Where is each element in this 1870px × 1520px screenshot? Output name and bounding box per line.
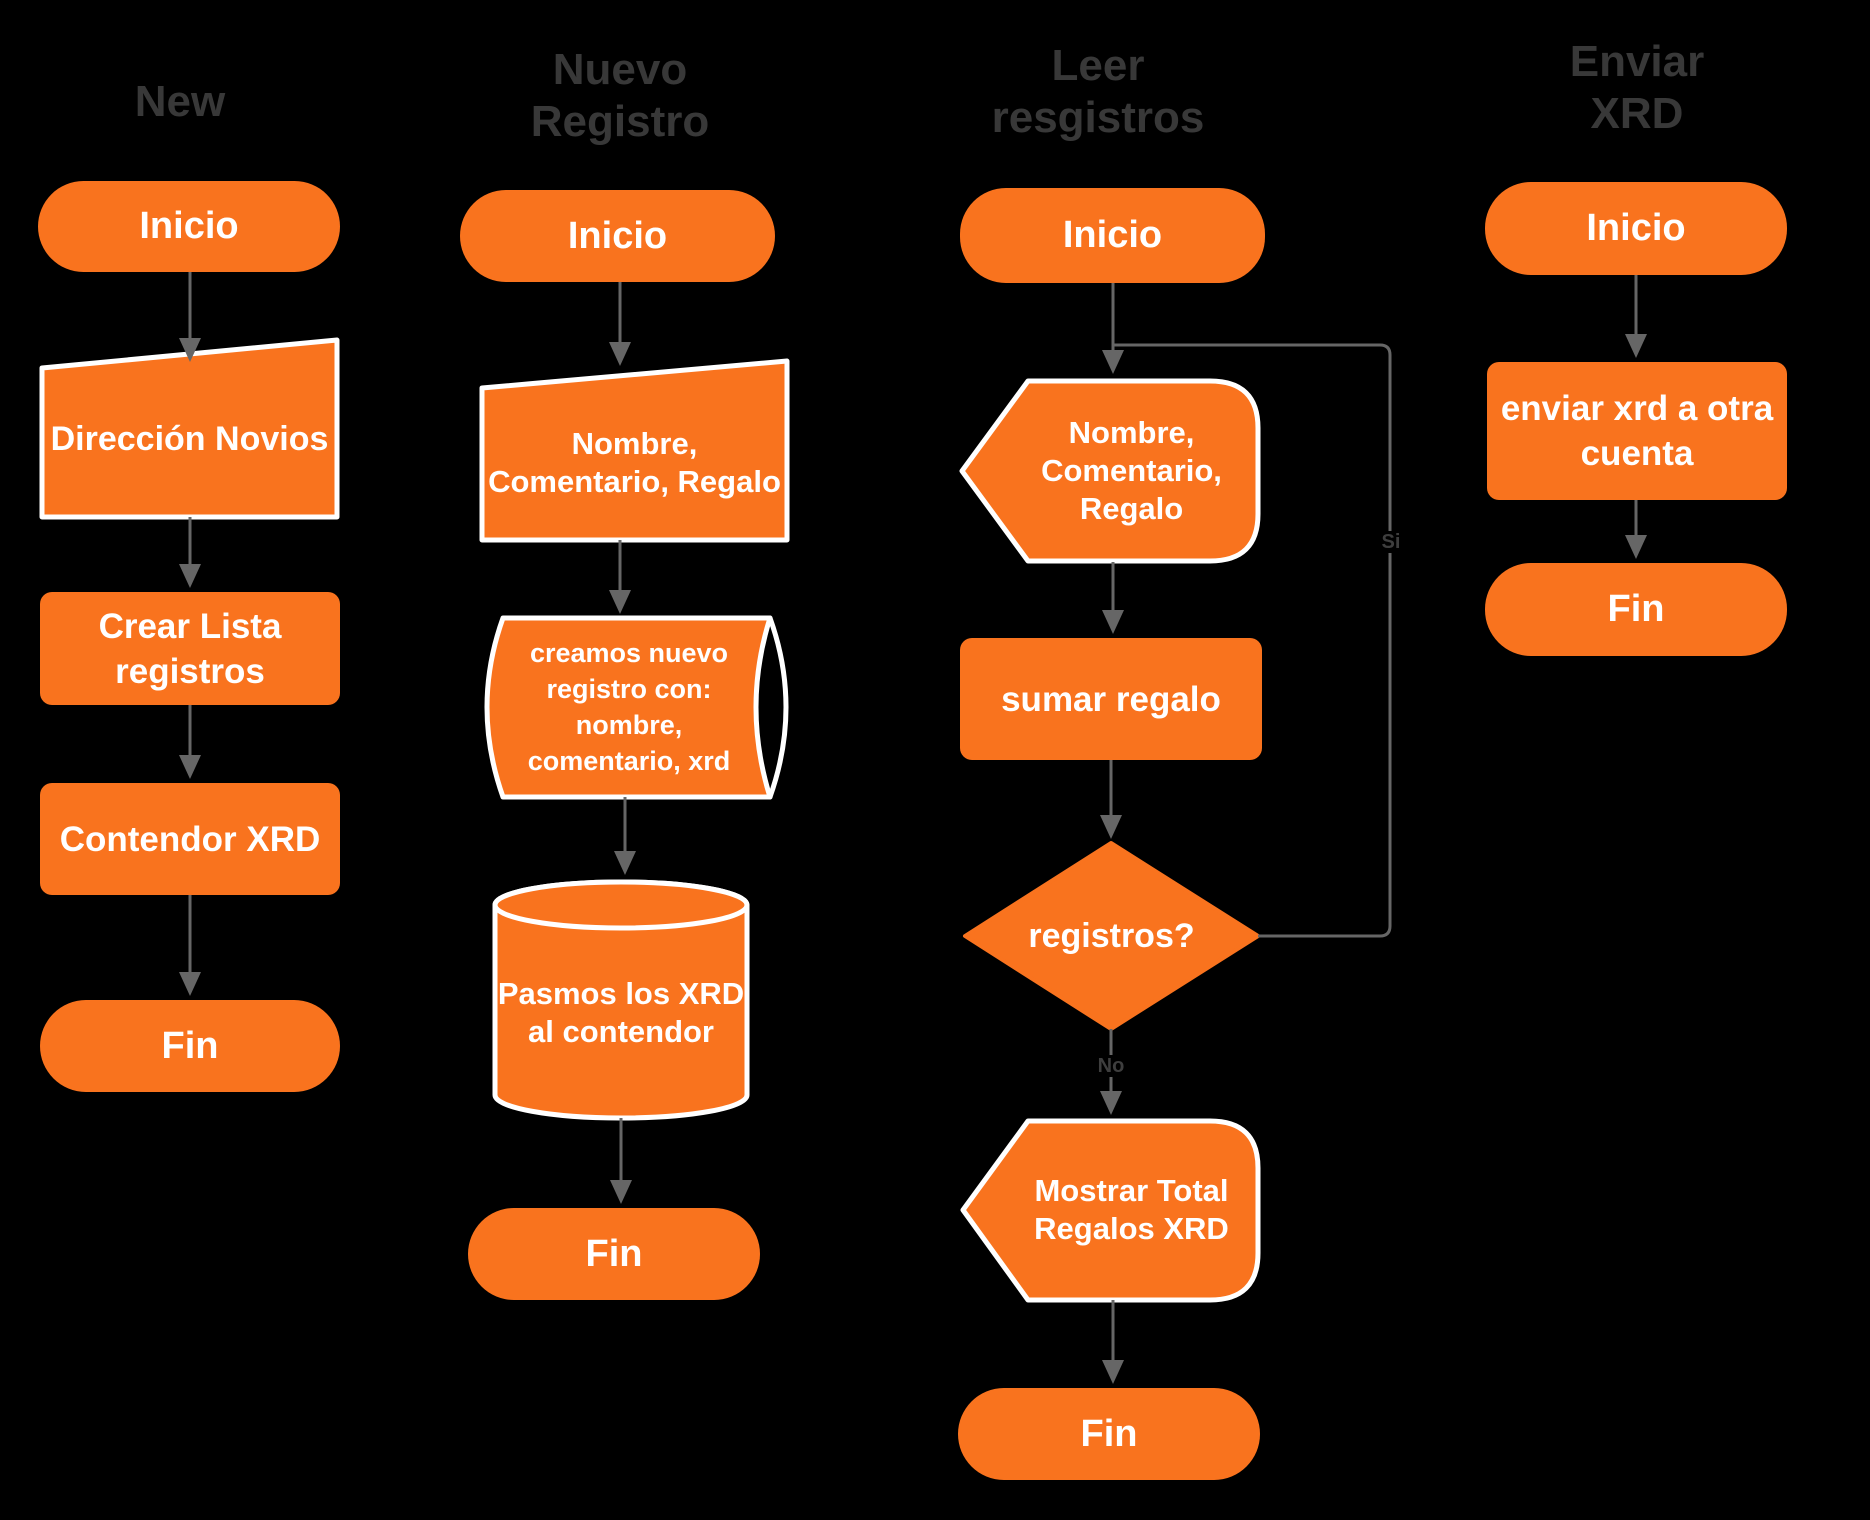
process-c3-sumar-regalo: sumar regalo bbox=[960, 638, 1262, 760]
edge-label-no: No bbox=[1094, 1055, 1128, 1077]
terminator-c4-fin: Fin bbox=[1485, 563, 1787, 656]
flow-title-new: New bbox=[134, 77, 226, 126]
flow-title-enviar-xrd: Enviar XRD bbox=[1569, 37, 1705, 138]
terminator-c1-fin: Fin bbox=[40, 1000, 340, 1092]
display-shape-nombre-comentario bbox=[959, 378, 1261, 564]
arrowhead bbox=[179, 338, 201, 362]
arrowhead bbox=[179, 755, 201, 779]
stored-data-shape-cap-arc bbox=[767, 615, 789, 800]
arrowhead bbox=[1102, 350, 1124, 374]
manual-input-shape-nombre-comentario bbox=[479, 358, 790, 543]
arrowhead bbox=[609, 342, 631, 366]
arrowhead bbox=[609, 590, 631, 614]
manual-input-shape-direccion-novios bbox=[39, 337, 340, 520]
arrowhead bbox=[1100, 815, 1122, 839]
terminator-c2-fin: Fin bbox=[468, 1208, 760, 1300]
database-cylinder-top bbox=[492, 879, 750, 931]
process-c1-contendor-xrd: Contendor XRD bbox=[40, 783, 340, 895]
arrowhead bbox=[1102, 1360, 1124, 1384]
arrowhead bbox=[614, 851, 636, 875]
decision-diamond-registros bbox=[963, 841, 1260, 1031]
terminator-c2-inicio: Inicio bbox=[460, 190, 775, 282]
arrowhead bbox=[1625, 535, 1647, 559]
process-c1-crear-lista: Crear Lista registros bbox=[40, 592, 340, 705]
process-c4-enviar-xrd: enviar xrd a otra cuenta bbox=[1487, 362, 1787, 500]
stored-data-shape-body bbox=[484, 615, 773, 800]
arrowhead bbox=[179, 972, 201, 996]
connector-c3-decision-si-loop bbox=[1113, 343, 1392, 938]
edge-label-si: Si bbox=[1378, 531, 1404, 553]
terminator-c3-fin: Fin bbox=[958, 1388, 1260, 1480]
flow-title-nuevo-registro: Nuevo Registro bbox=[530, 45, 710, 146]
arrowhead bbox=[179, 564, 201, 588]
terminator-c1-inicio: Inicio bbox=[38, 181, 340, 272]
arrowhead bbox=[610, 1180, 632, 1204]
arrowhead bbox=[1625, 334, 1647, 358]
terminator-c3-inicio: Inicio bbox=[960, 188, 1265, 283]
terminator-c4-inicio: Inicio bbox=[1485, 182, 1787, 275]
display-shape-mostrar-total bbox=[960, 1118, 1261, 1303]
arrowhead bbox=[1102, 610, 1124, 634]
flow-title-leer-resgistros: Leer resgistros bbox=[991, 41, 1205, 142]
arrowhead bbox=[1100, 1091, 1122, 1115]
